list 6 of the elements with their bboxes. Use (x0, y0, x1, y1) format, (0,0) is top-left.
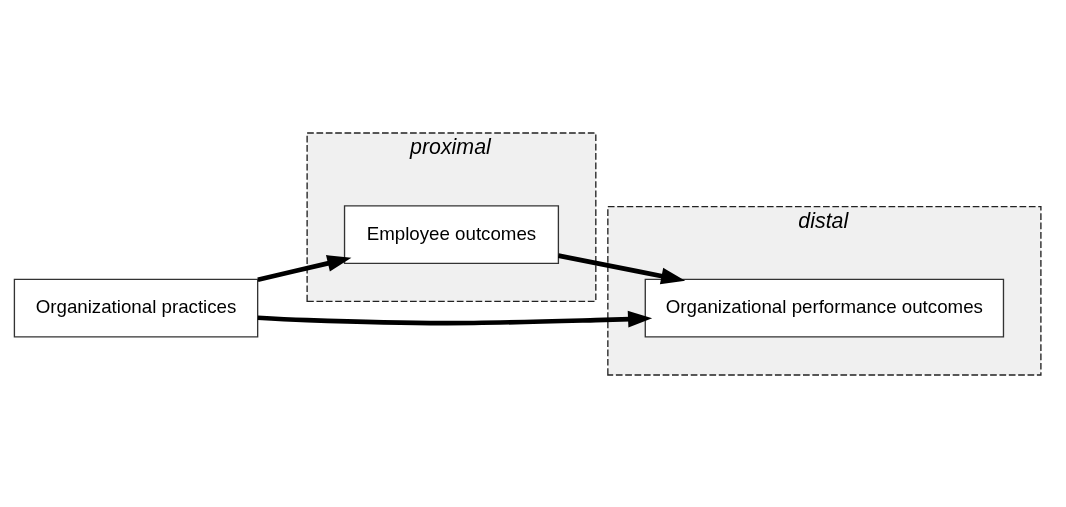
arrow (557, 252, 686, 284)
node-box: Organizational practices (13, 278, 259, 338)
node-box: Employee outcomes (343, 204, 560, 264)
arrow (257, 310, 653, 328)
node-box: Organizational performance outcomes (644, 278, 1005, 338)
arrow (257, 254, 352, 282)
